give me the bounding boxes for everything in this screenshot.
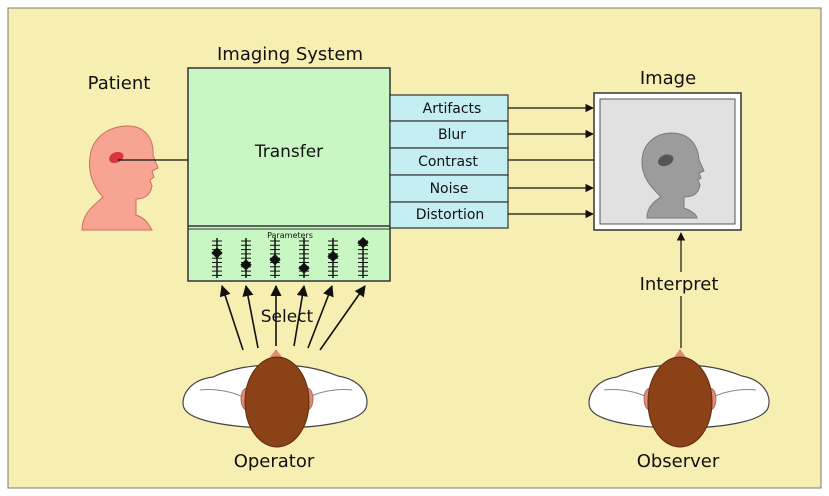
parameter-slider[interactable] bbox=[211, 238, 223, 278]
property-artifacts-label: Artifacts bbox=[423, 101, 482, 117]
observer-nose bbox=[674, 349, 686, 357]
parameter-slider[interactable] bbox=[269, 238, 281, 278]
property-blur: Blur bbox=[389, 120, 509, 149]
property-blur-label: Blur bbox=[438, 127, 466, 143]
slider-knob[interactable] bbox=[211, 247, 223, 259]
image-label: Image bbox=[640, 68, 696, 89]
property-noise: Noise bbox=[389, 174, 509, 203]
property-distortion-label: Distortion bbox=[416, 207, 485, 223]
image-head bbox=[641, 132, 705, 219]
operator-nose bbox=[270, 349, 282, 357]
parameters-label: Parameters bbox=[267, 231, 313, 240]
parameter-slider[interactable] bbox=[327, 238, 339, 278]
property-contrast: Contrast bbox=[389, 147, 509, 176]
operator-figure bbox=[182, 349, 368, 448]
property-distortion: Distortion bbox=[389, 201, 509, 229]
observer-label: Observer bbox=[637, 451, 720, 472]
slider-knob[interactable] bbox=[298, 262, 310, 274]
operator-hair bbox=[244, 356, 310, 448]
image-lesion bbox=[658, 154, 674, 167]
transfer-label: Transfer bbox=[254, 142, 323, 162]
patient-head bbox=[81, 125, 159, 231]
property-noise-label: Noise bbox=[430, 181, 469, 197]
interpret-label-bg bbox=[630, 272, 730, 296]
observer-figure bbox=[588, 349, 770, 448]
imaging-system-label: Imaging System bbox=[217, 44, 363, 65]
parameter-slider[interactable] bbox=[240, 238, 252, 278]
observer-hair bbox=[647, 356, 713, 448]
patient-label: Patient bbox=[88, 73, 151, 94]
slider-knob[interactable] bbox=[357, 237, 369, 249]
select-label: Select bbox=[261, 307, 314, 327]
slider-knob[interactable] bbox=[240, 259, 252, 271]
interpret-label: Interpret bbox=[640, 274, 719, 295]
property-contrast-label: Contrast bbox=[418, 154, 478, 170]
select-arrows bbox=[219, 284, 366, 351]
operator-label: Operator bbox=[234, 451, 315, 472]
property-artifacts: Artifacts bbox=[389, 94, 509, 122]
parameter-slider[interactable] bbox=[298, 238, 310, 278]
image-properties: Artifacts Blur Contrast Noise Distortion bbox=[389, 94, 509, 229]
slider-knob[interactable] bbox=[269, 254, 281, 266]
parameter-sliders bbox=[211, 237, 369, 278]
parameter-slider[interactable] bbox=[357, 237, 369, 278]
